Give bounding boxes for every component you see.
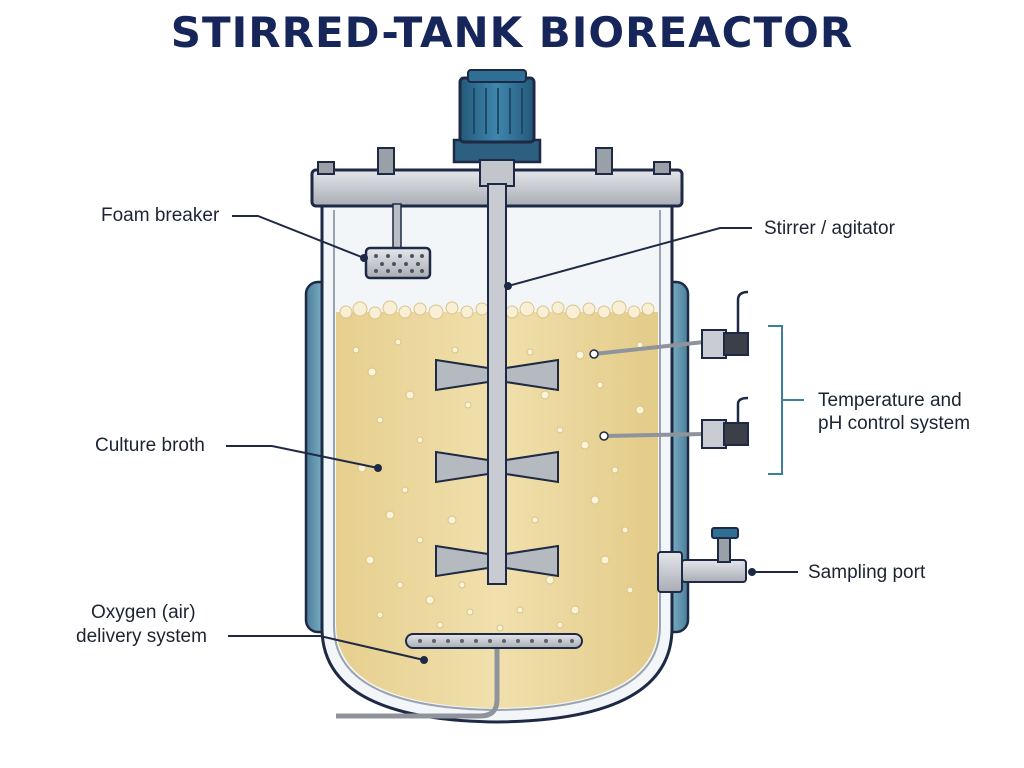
- label-oxygen-line2: delivery system: [76, 626, 207, 647]
- label-foam-breaker: Foam breaker: [101, 205, 220, 226]
- foam-layer: [339, 300, 655, 320]
- leader-oxygen: [228, 635, 425, 661]
- probe-temperature: [589, 290, 749, 359]
- motor: [452, 69, 542, 187]
- label-temp-ph-line2: pH control system: [818, 413, 971, 434]
- label-temp-ph-line1: Temperature and: [818, 390, 962, 411]
- impeller-top: [435, 358, 559, 392]
- probe-ph: [599, 396, 749, 449]
- leader-lines: [226, 215, 798, 664]
- sampling-port-valve: [657, 527, 747, 593]
- impeller-bottom: [435, 544, 559, 578]
- leader-culture-broth: [226, 445, 379, 469]
- label-stirrer-agitator: Stirrer / agitator: [764, 218, 895, 239]
- leader-stirrer: [507, 227, 752, 287]
- label-culture-broth: Culture broth: [95, 435, 205, 456]
- sparger: [336, 633, 583, 719]
- diagram-title: STIRRED-TANK BIOREACTOR: [170, 8, 854, 57]
- temp-ph-bracket: [768, 325, 804, 475]
- label-oxygen-line1: Oxygen (air): [91, 602, 196, 623]
- leader-foam-breaker: [232, 215, 365, 259]
- air-bubbles: [352, 338, 645, 632]
- stirrer-agitator: [435, 183, 559, 585]
- foam-breaker: [364, 203, 432, 280]
- label-sampling-port: Sampling port: [808, 562, 926, 583]
- impeller-middle: [435, 450, 559, 484]
